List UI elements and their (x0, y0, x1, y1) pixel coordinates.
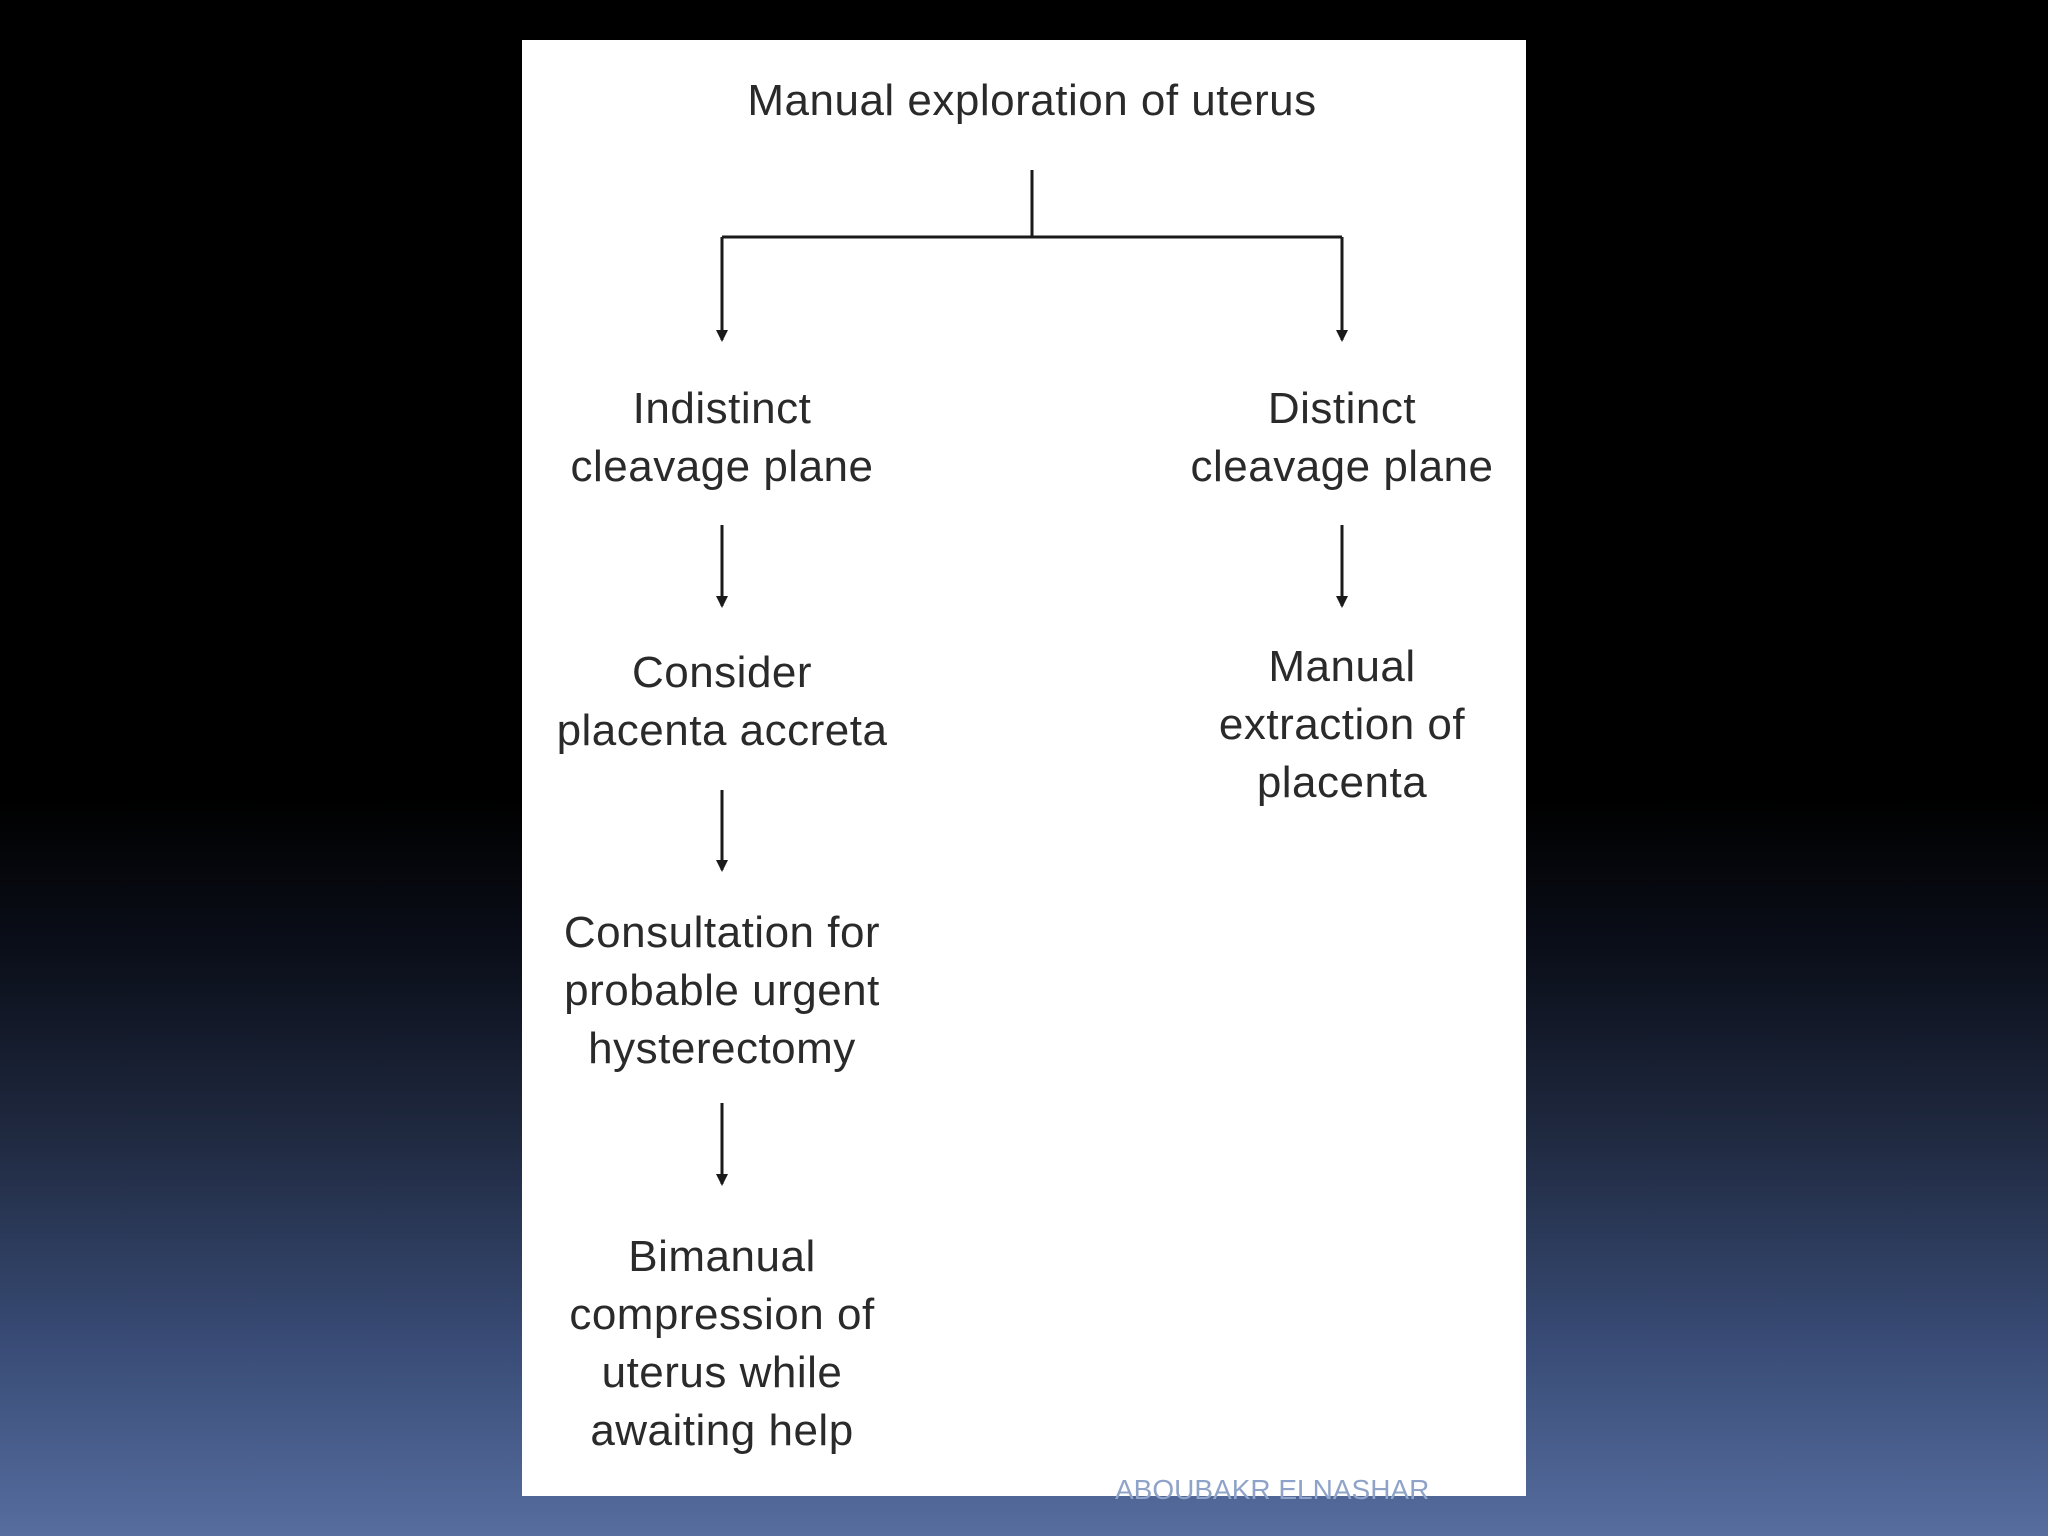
author-watermark: ABOUBAKR ELNASHAR (1115, 1474, 1430, 1505)
node-bimanual-compression: Bimanual compression of uterus while awa… (569, 1232, 875, 1455)
flow-arrows (716, 237, 1348, 1186)
node-consultation-hysterectomy: Consultation for probable urgent hystere… (563, 908, 881, 1073)
node-manual-extraction-placenta: Manual extraction of placenta (1218, 642, 1466, 807)
root-split-connector (722, 170, 1342, 239)
node-consider-placenta-accreta: Consider placenta accreta (556, 648, 888, 755)
node-root: Manual exploration of uterus (747, 76, 1317, 125)
node-indistinct-cleavage-plane: Indistinct cleavage plane (570, 384, 874, 491)
node-distinct-cleavage-plane: Distinct cleavage plane (1190, 384, 1494, 491)
flowchart-connectors (716, 170, 1348, 1186)
flowchart-image: Manual exploration of uterus Indistinct … (522, 40, 1526, 1496)
